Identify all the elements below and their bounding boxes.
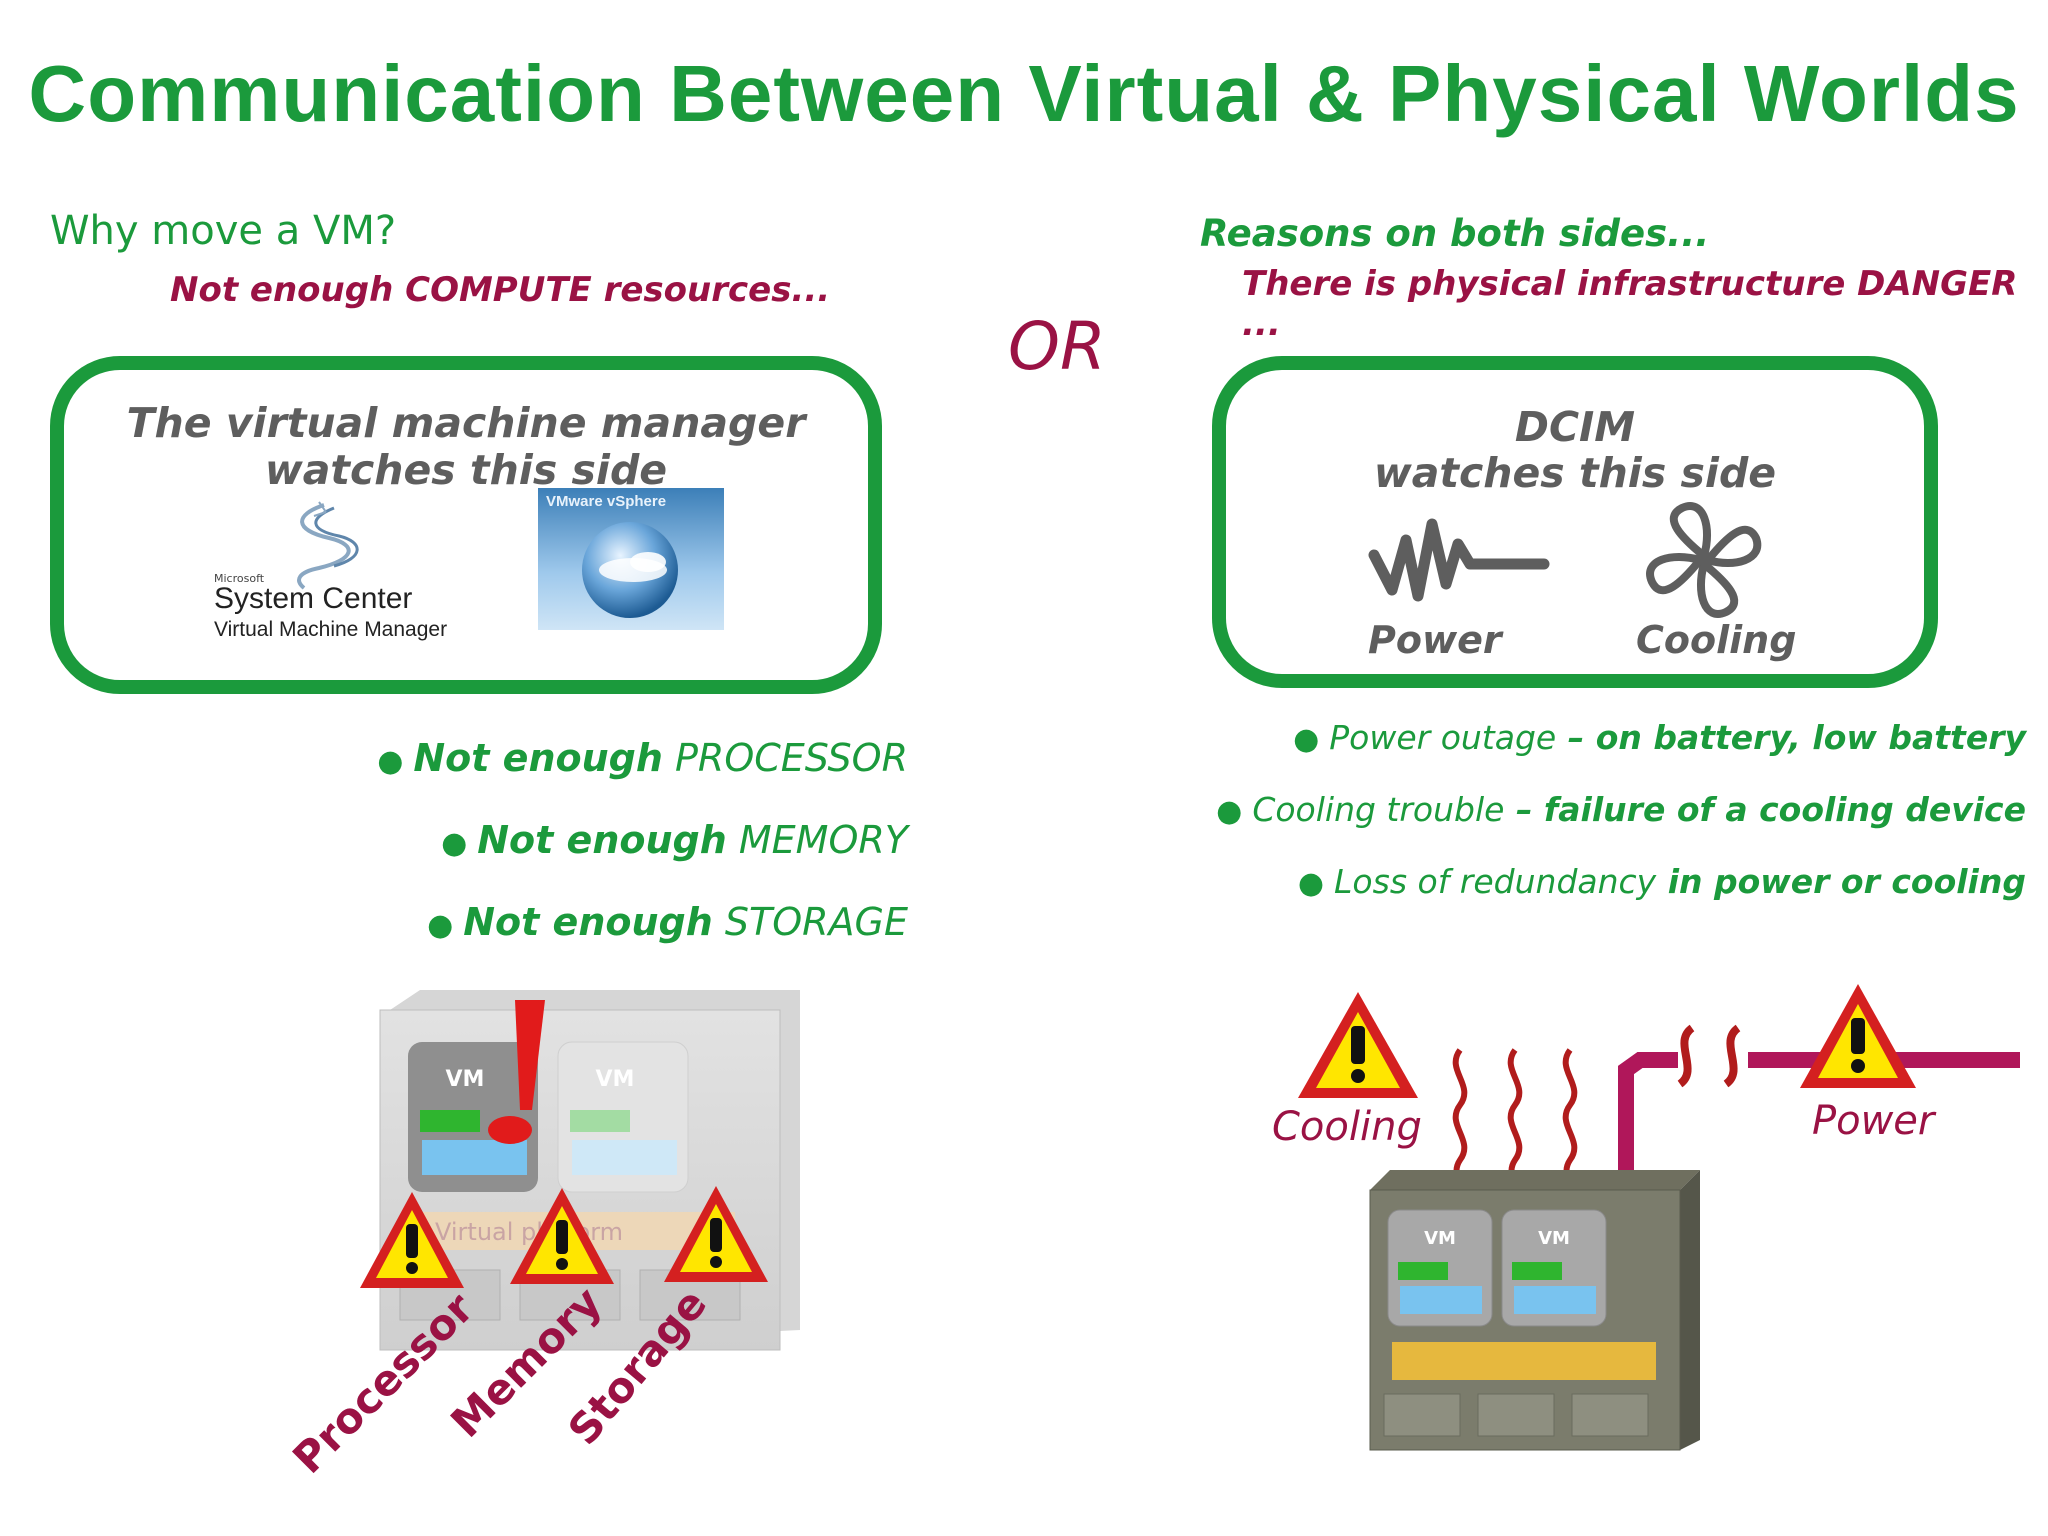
cooling-icon-label: Cooling: [1636, 618, 1797, 662]
warning-power-icon: [1800, 984, 1916, 1088]
bullet-bold: Not enough: [477, 818, 727, 862]
right-bullet-power-outage: ●Power outage – on battery, low battery: [1293, 718, 2026, 757]
left-server-diagram: VM VM Virtual platform: [360, 990, 800, 1351]
bullet-bold: – on battery, low battery: [1556, 718, 2026, 757]
page-title: Communication Between Virtual & Physical…: [28, 49, 2020, 138]
power-icon-label: Power: [1368, 618, 1502, 662]
vm-label: VM: [596, 1067, 635, 1092]
bullet-text: Power outage: [1329, 718, 1557, 757]
cooling-diagram-label: Cooling: [1272, 1104, 1422, 1150]
scvmm-swirl-icon: [297, 501, 359, 590]
left-bullet-processor: ●Not enough PROCESSOR: [377, 736, 908, 780]
left-bullet-memory: ●Not enough MEMORY: [441, 818, 908, 862]
right-bullet-redundancy: ●Loss of redundancy in power or cooling: [1297, 862, 2026, 901]
scvmm-small-text: Microsoft: [214, 572, 265, 585]
vm-card-2: VM: [557, 1041, 689, 1193]
right-server-diagram: Cooling Power VM VM: [1272, 984, 2020, 1451]
vmm-box-line2: watches this side: [264, 446, 668, 494]
vsphere-globe-icon: [582, 522, 678, 618]
virtual-platform-label: Virtual platform: [435, 1218, 623, 1246]
vm-label: VM: [446, 1067, 485, 1092]
vm-card-4: VM: [1501, 1209, 1607, 1327]
compute-reason: Not enough COMPUTE resources...: [170, 270, 831, 310]
vm-label: VM: [1424, 1228, 1456, 1249]
vmm-box: The virtual machine manager watches this…: [50, 356, 882, 694]
bullet-bold: Not enough: [463, 900, 713, 944]
warning-memory-icon: [510, 1188, 614, 1284]
vm-card-1: VM: [408, 1042, 538, 1192]
scvmm-logo: Microsoft System Center Virtual Machine …: [214, 500, 474, 650]
right-bullet-cooling-trouble: ●Cooling trouble – failure of a cooling …: [1216, 790, 2026, 829]
bullet-bold: in power or cooling: [1656, 862, 2026, 901]
or-label: OR: [1008, 308, 1106, 385]
bullet-text: Cooling trouble: [1252, 790, 1505, 829]
bullet-rest: STORAGE: [724, 900, 908, 944]
danger-reason: There is physical infrastructure DANGER …: [1242, 264, 2018, 344]
why-move-question: Why move a VM?: [50, 208, 397, 254]
bullet-text: Loss of redundancy: [1334, 862, 1657, 901]
bullet-bold: Not enough: [413, 736, 663, 780]
physical-platform-bar: [1392, 1342, 1656, 1380]
left-bullet-storage: ●Not enough STORAGE: [427, 900, 908, 944]
scvmm-sub-text: Virtual Machine Manager: [214, 618, 448, 641]
vm-card-3: VM: [1387, 1209, 1493, 1327]
dcim-box-line2: watches this side: [1373, 449, 1777, 497]
vmm-box-line1: The virtual machine manager: [126, 399, 806, 447]
cooling-fan-icon: [1646, 502, 1762, 618]
reasons-heading: Reasons on both sides...: [1200, 212, 1710, 255]
warning-cooling-icon: [1298, 992, 1418, 1098]
power-diagram-label: Power: [1812, 1098, 1937, 1144]
bullet-rest: PROCESSOR: [675, 736, 908, 780]
bullet-bold: – failure of a cooling device: [1504, 790, 2026, 829]
alert-exclamation-icon: [488, 1000, 545, 1144]
scvmm-big-text: System Center: [214, 582, 413, 615]
vsphere-logo-text: VMware vSphere: [546, 493, 667, 510]
vm-label: VM: [1538, 1228, 1570, 1249]
warning-processor-icon: [360, 1192, 464, 1288]
power-waveform-icon: [1368, 518, 1550, 602]
vsphere-logo: VMware vSphere: [538, 488, 724, 630]
warning-storage-icon: [664, 1186, 768, 1282]
dcim-box: DCIM watches this side Power Cooling: [1212, 356, 1938, 688]
dcim-box-line1: DCIM: [1514, 403, 1636, 451]
bullet-rest: MEMORY: [738, 818, 908, 862]
